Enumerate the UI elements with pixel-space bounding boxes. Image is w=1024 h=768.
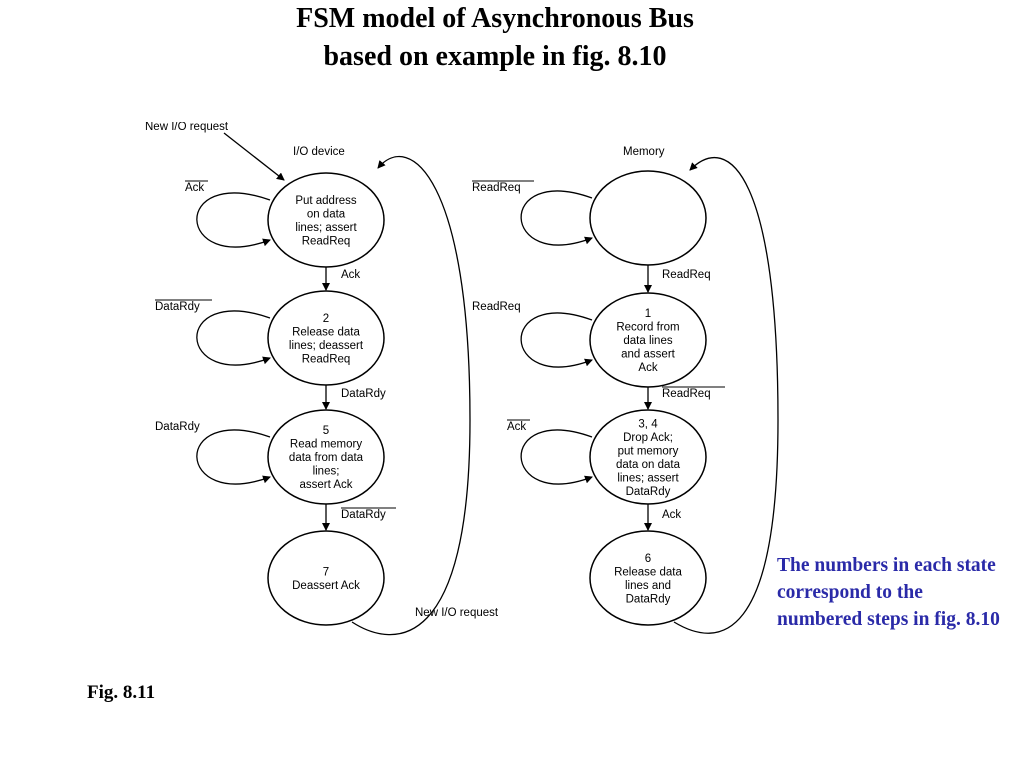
io-loop-label-1: Ack xyxy=(185,182,204,194)
mem-self-loop-idle xyxy=(520,190,593,246)
io-state-7 xyxy=(267,530,385,626)
state-text-line: DataRdy xyxy=(626,486,671,498)
state-text-line: lines; assert xyxy=(295,222,357,234)
mem-self-loop-3-4 xyxy=(520,429,593,485)
mem-transition-label-1: ReadReq xyxy=(662,269,711,281)
io-loop-label-5: DataRdy xyxy=(155,421,200,433)
io-loop-label-2: DataRdy xyxy=(155,301,200,313)
mem-loop-label-1: ReadReq xyxy=(472,182,521,194)
mem-transition-label-2: ReadReq xyxy=(662,388,711,400)
state-text-line: Read memory xyxy=(290,439,362,451)
state-text-line: lines; assert xyxy=(617,472,679,484)
mem-self-loop-1 xyxy=(520,312,593,368)
state-text-line: lines; deassert xyxy=(289,340,364,352)
mem-return-arc xyxy=(673,156,779,634)
state-text-line: assert Ack xyxy=(299,479,352,491)
state-numbers-note: The numbers in each state correspond to … xyxy=(777,555,1000,630)
state-text-line: on data xyxy=(307,208,346,220)
io-return-label: New I/O request xyxy=(415,607,499,619)
mem-loop-label-2: ReadReq xyxy=(472,301,521,313)
mem-loop-label-3: Ack xyxy=(507,421,526,433)
io-return-arc xyxy=(351,155,471,636)
io-transition-label-2: DataRdy xyxy=(341,388,386,400)
figure-label: Fig. 8.11 xyxy=(87,682,156,703)
io-device-header: I/O device xyxy=(293,146,345,158)
io-self-loop-5 xyxy=(196,429,271,485)
entry-arrow xyxy=(223,132,285,181)
state-text-line: lines; xyxy=(313,466,340,478)
state-text-line: Record from xyxy=(616,322,679,334)
state-text-line: 5 xyxy=(323,425,329,437)
state-text-line: Ack xyxy=(638,362,657,374)
state-text-line: 2 xyxy=(323,313,329,325)
state-text-line: put memory xyxy=(618,445,679,457)
state-text-line: Release data xyxy=(614,566,682,578)
state-text-line: 3, 4 xyxy=(638,418,658,430)
state-text-line: ReadReq xyxy=(302,353,351,365)
title-line-2: based on example in fig. 8.10 xyxy=(323,41,667,72)
state-text-line: Put address xyxy=(295,195,357,207)
state-text-line: data on data xyxy=(616,459,681,471)
state-text-line: and assert xyxy=(621,349,676,361)
io-transition-label-1: Ack xyxy=(341,269,360,281)
state-text-line: DataRdy xyxy=(626,593,671,605)
title-line-1: FSM model of Asynchronous Bus xyxy=(296,3,694,34)
io-self-loop-2 xyxy=(196,310,271,366)
mem-transition-label-3: Ack xyxy=(662,509,681,521)
state-text-line: data from data xyxy=(289,452,364,464)
state-text-line: 6 xyxy=(645,553,651,565)
memory-header: Memory xyxy=(623,146,665,158)
state-text-line: Release data xyxy=(292,326,360,338)
state-text-line: Deassert Ack xyxy=(292,580,360,592)
entry-label-group: New I/O request xyxy=(145,121,229,133)
state-text-line: 7 xyxy=(323,566,329,578)
state-text-line: Drop Ack; xyxy=(623,432,673,444)
state-text-line: ReadReq xyxy=(302,235,351,247)
mem-state-idle xyxy=(589,170,707,266)
state-text-line: 1 xyxy=(645,308,651,320)
entry-label: New I/O request xyxy=(145,121,229,133)
state-text-line: lines and xyxy=(625,580,671,592)
state-text-line: data lines xyxy=(623,335,672,347)
io-transition-label-3: DataRdy xyxy=(341,509,386,521)
io-self-loop-1 xyxy=(196,192,271,248)
mem-state-6 xyxy=(589,530,707,626)
